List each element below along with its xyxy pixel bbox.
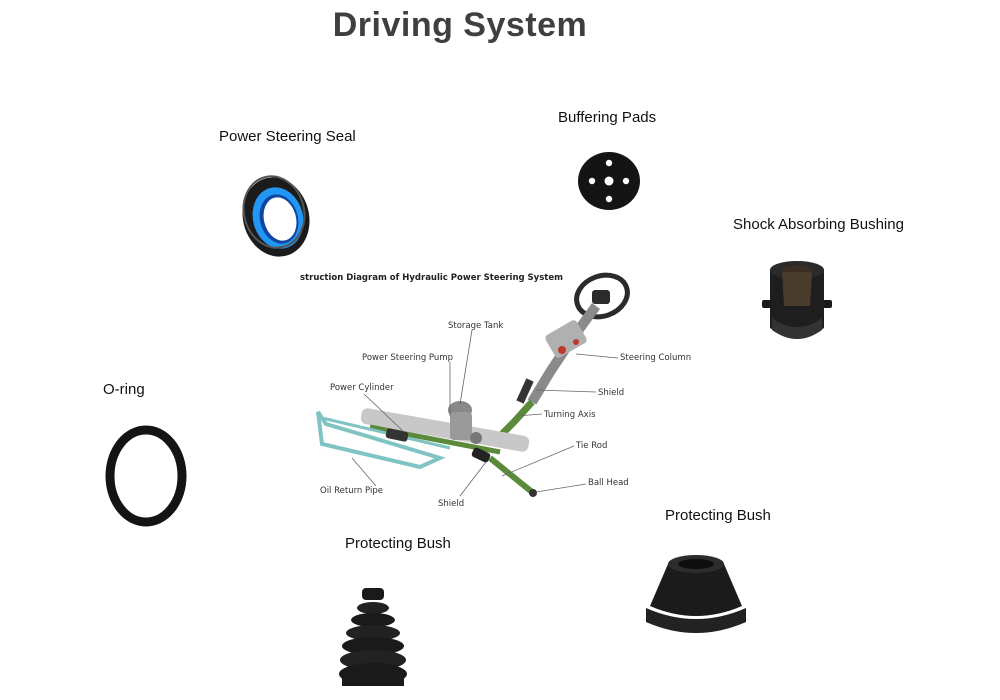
label-shield-upper: Shield	[598, 388, 624, 398]
label-shield-lower: Shield	[438, 499, 464, 509]
label-oil-return-pipe: Oil Return Pipe	[320, 486, 383, 496]
label-power-cylinder: Power Cylinder	[330, 383, 394, 393]
page-title: Driving System	[332, 6, 588, 44]
hydraulic-steering-diagram: struction Diagram of Hydraulic Power Ste…	[300, 272, 691, 509]
o-ring-label: O-ring	[103, 381, 145, 398]
label-ball-head: Ball Head	[588, 478, 629, 488]
protecting-bush-right-image	[646, 555, 746, 633]
power-steering-seal-label: Power Steering Seal	[219, 128, 356, 145]
protecting-bush-right-label: Protecting Bush	[665, 507, 771, 524]
buffering-pads-label: Buffering Pads	[558, 109, 657, 126]
power-steering-seal-image	[242, 175, 310, 257]
protecting-bush-left-label: Protecting Bush	[345, 535, 451, 552]
protecting-bush-left-image	[339, 588, 407, 686]
label-storage-tank: Storage Tank	[448, 321, 503, 331]
label-turning-axis: Turning Axis	[543, 410, 596, 420]
label-tie-rod: Tie Rod	[575, 441, 607, 451]
buffering-pads-image	[578, 152, 640, 210]
steering-wheel-icon	[574, 272, 630, 320]
label-power-steering-pump: Power Steering Pump	[362, 353, 453, 363]
shock-absorbing-bushing-image	[762, 261, 832, 339]
label-steering-column: Steering Column	[620, 353, 691, 363]
diagram-title: struction Diagram of Hydraulic Power Ste…	[300, 273, 563, 283]
shock-absorbing-bushing-label: Shock Absorbing Bushing	[733, 216, 904, 233]
o-ring-image	[105, 425, 187, 527]
